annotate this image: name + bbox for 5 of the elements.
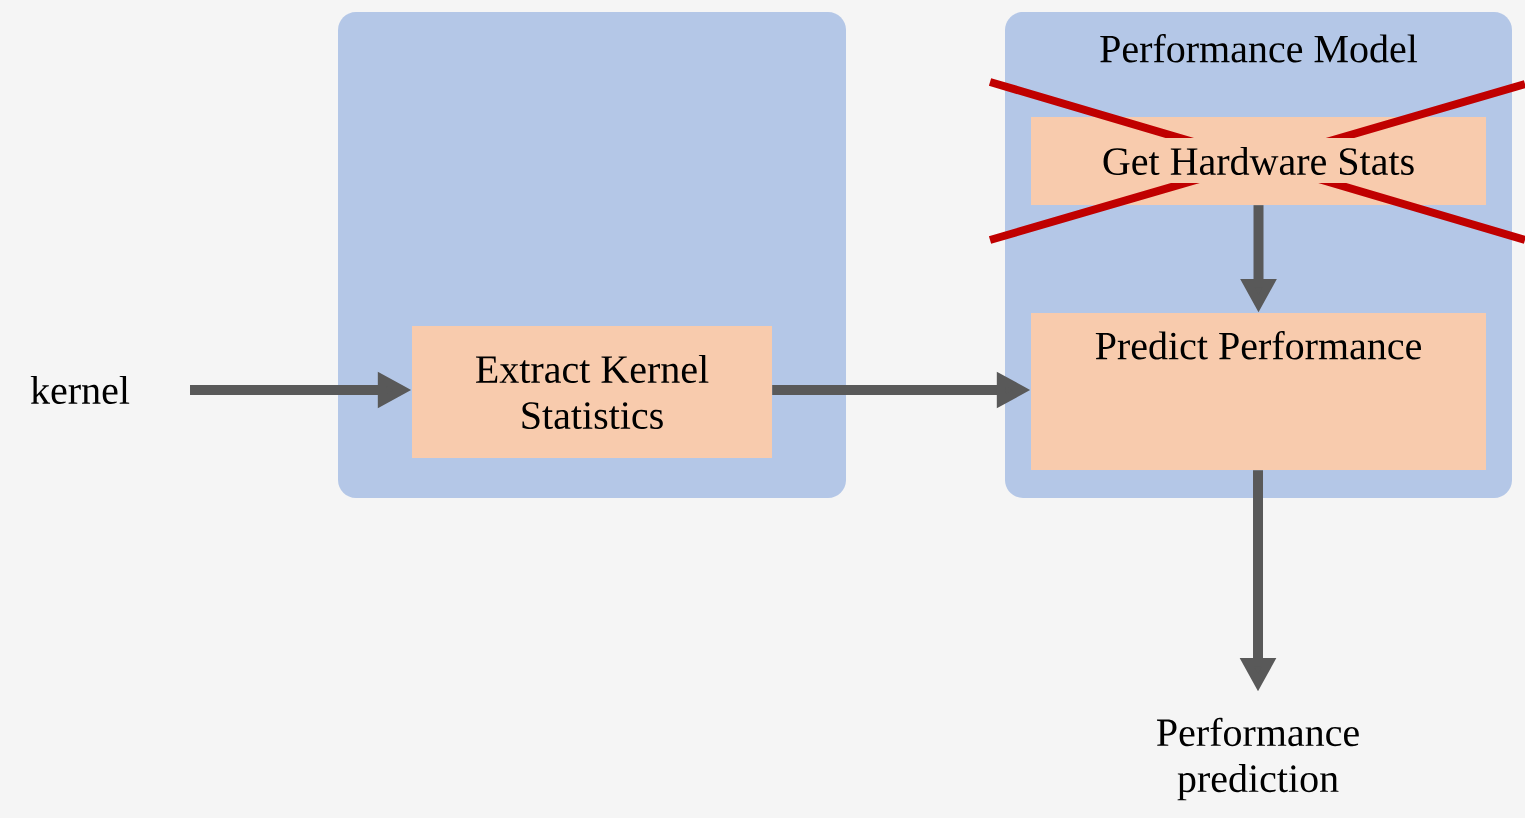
text-label: kernel <box>30 375 130 405</box>
text-label: Performance prediction <box>1157 717 1359 801</box>
process-box: Extract Kernel Statistics <box>412 326 772 458</box>
process-box: Predict Performance <box>1031 313 1486 470</box>
process-box: Get Hardware Stats <box>1031 117 1486 205</box>
